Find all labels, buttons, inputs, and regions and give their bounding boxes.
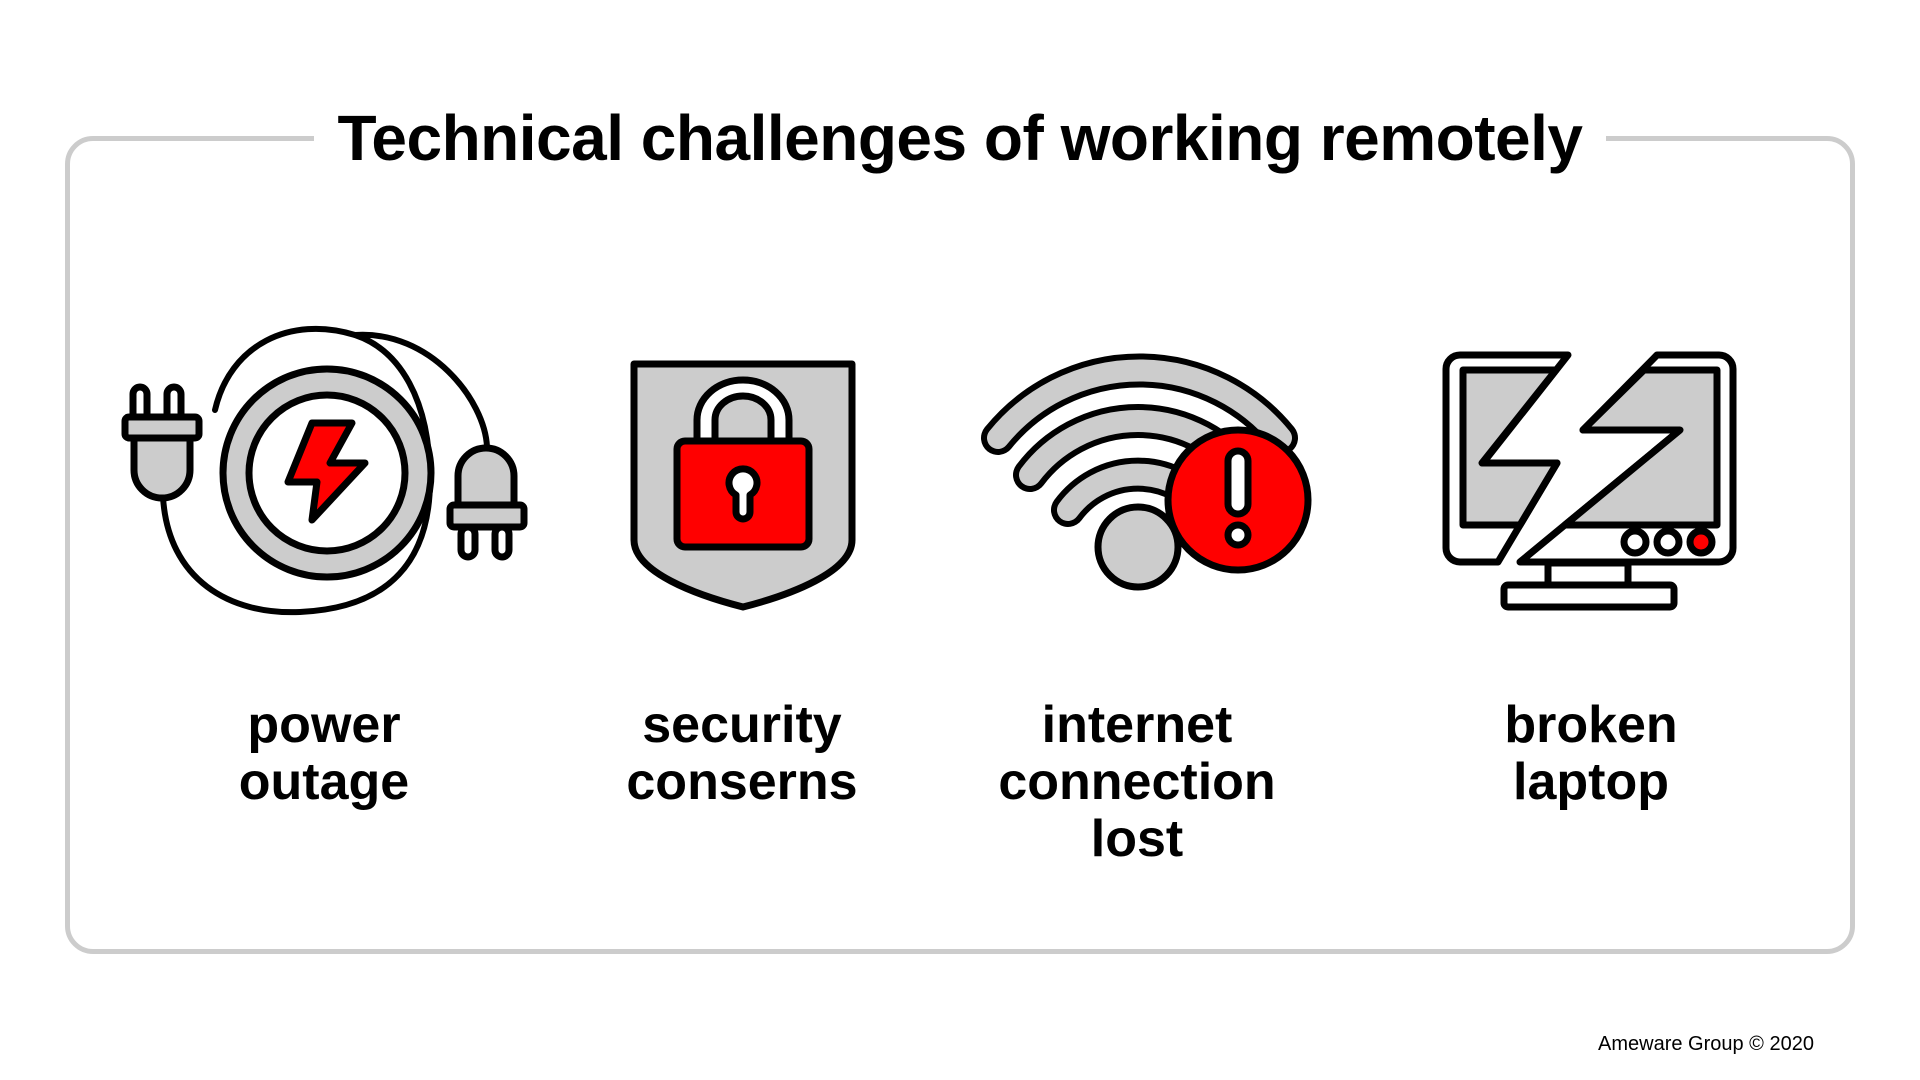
label-line: internet [1041, 696, 1233, 754]
label-line: broken [1504, 696, 1678, 754]
label-security-concerns: security conserns [532, 697, 952, 811]
copyright-text: Ameware Group © 2020 [1598, 1033, 1814, 1055]
label-broken-laptop: broken laptop [1381, 697, 1801, 811]
label-line: outage [238, 753, 410, 811]
label-line: connection [998, 753, 1276, 811]
wifi-alert-icon [981, 353, 1312, 591]
label-line: security [642, 696, 842, 754]
label-line: lost [1090, 810, 1184, 868]
label-line: conserns [626, 753, 858, 811]
label-line: laptop [1513, 753, 1669, 811]
power-cord-lightning-icon [121, 325, 528, 616]
label-internet-lost: internet connection lost [927, 697, 1347, 868]
label-line: power [247, 696, 401, 754]
shield-padlock-icon [630, 360, 856, 611]
label-power-outage: power outage [114, 697, 534, 811]
broken-monitor-icon [1442, 351, 1737, 611]
